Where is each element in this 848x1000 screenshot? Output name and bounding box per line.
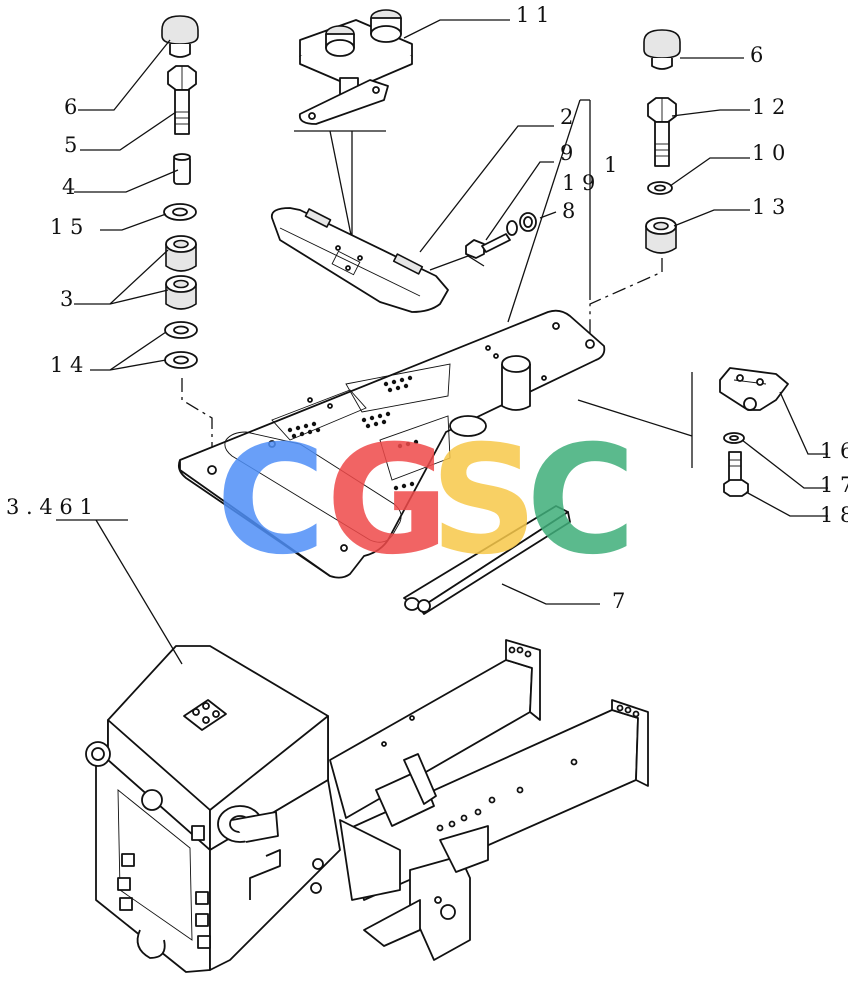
watermark-letter-c1: C bbox=[216, 414, 326, 588]
washer-part-14-lower bbox=[164, 351, 198, 369]
washer-part-14-upper bbox=[164, 321, 198, 339]
rubber-mount-part-13 bbox=[645, 217, 677, 254]
washer-part-10 bbox=[647, 181, 673, 195]
label-8: 8 bbox=[562, 199, 575, 223]
label-13: 1 3 bbox=[752, 195, 785, 219]
pedal-hinge-part-11 bbox=[298, 9, 413, 125]
bolt-part-12 bbox=[647, 97, 677, 167]
label-3461: 3 . 4 6 1 bbox=[6, 495, 93, 519]
spacer-part-4 bbox=[173, 153, 191, 185]
label-12: 1 2 bbox=[752, 95, 785, 119]
label-1: 1 bbox=[604, 153, 617, 177]
label-4: 4 bbox=[62, 175, 75, 199]
bolt-part-9 bbox=[465, 233, 511, 259]
label-16: 1 6 bbox=[820, 439, 848, 463]
pedal-plate-part-2 bbox=[270, 207, 449, 313]
watermark-letter-c2: C bbox=[526, 414, 636, 588]
rubber-mount-part-3-upper bbox=[165, 235, 197, 272]
label-2: 2 bbox=[560, 105, 573, 129]
part-labels: 6 5 4 1 5 3 1 4 1 1 2 9 1 9 1 8 6 1 2 1 … bbox=[6, 3, 848, 613]
leader-lines bbox=[56, 19, 828, 665]
watermark-letter-s: S bbox=[430, 414, 538, 588]
label-15: 1 5 bbox=[50, 215, 83, 239]
rubber-strip-part-7 bbox=[403, 505, 571, 615]
label-11: 1 1 bbox=[516, 3, 549, 27]
cgsc-watermark: C G S C bbox=[216, 414, 636, 588]
watermark-letter-g: G bbox=[326, 414, 449, 588]
washer-part-17 bbox=[723, 432, 745, 444]
label-19: 1 9 bbox=[562, 171, 595, 195]
rubber-mount-part-3-lower bbox=[165, 275, 197, 310]
cap-part-6-left bbox=[161, 15, 199, 58]
label-6-left: 6 bbox=[64, 95, 77, 119]
washer-part-15 bbox=[163, 203, 197, 221]
nut-part-8 bbox=[519, 212, 537, 232]
label-18: 1 8 bbox=[820, 503, 848, 527]
tractor-frame-assembly bbox=[85, 639, 649, 973]
label-6-right: 6 bbox=[750, 43, 763, 67]
label-3: 3 bbox=[60, 287, 73, 311]
label-5: 5 bbox=[64, 133, 77, 157]
label-17: 1 7 bbox=[820, 473, 848, 497]
bolt-part-5 bbox=[167, 65, 197, 135]
label-9: 9 bbox=[560, 141, 573, 165]
cap-part-6-right bbox=[643, 29, 681, 70]
floor-plate-part-1 bbox=[177, 309, 606, 579]
washer-part-19 bbox=[506, 220, 518, 236]
label-14: 1 4 bbox=[50, 353, 83, 377]
label-10: 1 0 bbox=[752, 141, 785, 165]
bolt-part-18 bbox=[723, 451, 749, 497]
label-7: 7 bbox=[612, 589, 625, 613]
bracket-part-16 bbox=[719, 367, 789, 411]
